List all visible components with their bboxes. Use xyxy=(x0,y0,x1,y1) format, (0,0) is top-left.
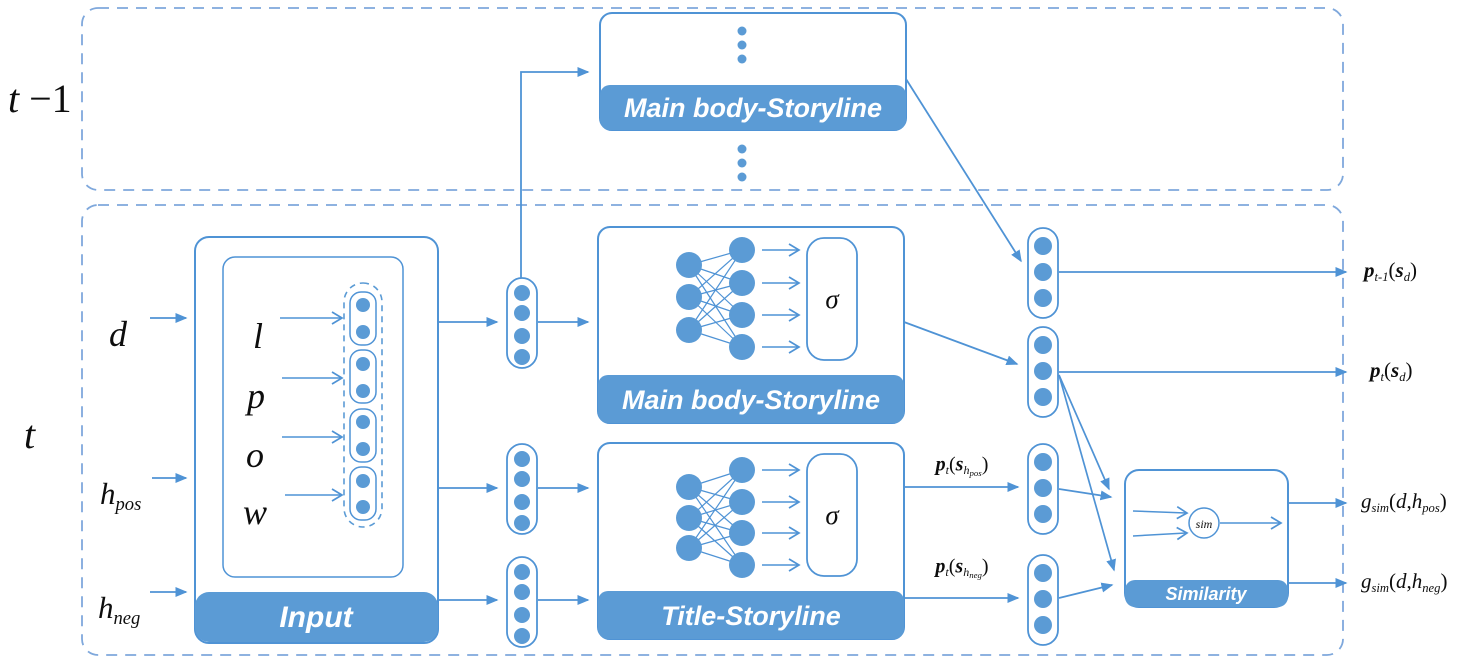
panel-prev-label: t −1 xyxy=(8,76,72,121)
hidden-vector-capsule-doc xyxy=(506,277,538,369)
title-storyline-label: Title-Storyline xyxy=(661,601,841,631)
main-body-storyline-prev-block: Main body-Storyline xyxy=(599,12,907,131)
sigma-box-title xyxy=(806,453,858,577)
nn-to-sigma-arrows-title xyxy=(762,463,801,572)
input-hpos-label: hpos xyxy=(100,476,142,515)
prev-output-arrow xyxy=(905,78,1022,263)
similarity-input-arrows xyxy=(1058,374,1116,599)
state-capsule-hneg xyxy=(1027,554,1059,646)
hidden-vector-capsule-hpos xyxy=(506,443,538,535)
state-capsule-hpos xyxy=(1027,443,1059,535)
similarity-output-arrows xyxy=(1288,498,1348,588)
state-capsule-prev xyxy=(1027,227,1059,319)
similarity-block: Similarity sim xyxy=(1124,469,1289,608)
input-block: Input xyxy=(194,236,439,644)
sigma-box-main xyxy=(806,237,858,361)
flow-arrows-mid xyxy=(439,317,590,605)
main-body-storyline-prev-label: Main body-Storyline xyxy=(624,93,882,123)
main-body-storyline-block: σ Main body-Storyline xyxy=(597,226,905,424)
feature-l-label: l xyxy=(253,316,264,356)
panel-curr-label: t xyxy=(24,412,36,457)
external-input-arrows xyxy=(150,313,188,597)
recurrent-link-arrow xyxy=(520,67,590,278)
output-gsim-pos-label: gsim(d,hpos) xyxy=(1361,489,1447,516)
state-capsule-doc xyxy=(1027,326,1059,418)
input-hneg-label: hneg xyxy=(98,590,141,629)
sigma-title-label: σ xyxy=(825,500,840,530)
feature-arrows xyxy=(280,311,344,502)
sim-operator-circle xyxy=(1188,507,1220,539)
sim-operator-label: sim xyxy=(1196,517,1213,531)
main-body-storyline-label: Main body-Storyline xyxy=(622,385,880,415)
panel-curr-border xyxy=(81,204,1344,656)
feature-vector-capsule xyxy=(343,282,383,528)
ellipsis-dots-below xyxy=(737,144,747,182)
ellipsis-dots-above xyxy=(737,26,747,64)
network-output-arrows xyxy=(903,321,1020,603)
nn-to-sigma-arrows-main xyxy=(762,243,801,354)
probability-output-arrows xyxy=(1059,267,1348,377)
title-storyline-block: σ Title-Storyline xyxy=(597,442,905,640)
output-pt-d-label: pt(sd) xyxy=(1370,358,1413,385)
output-pt-hneg-label: pt(shneg) xyxy=(935,555,989,580)
input-d-label: d xyxy=(109,314,127,354)
hidden-vector-capsule-hneg xyxy=(506,556,538,648)
sigma-main-label: σ xyxy=(825,284,840,314)
panel-prev-border xyxy=(81,7,1344,191)
output-pt-hpos-label: pt(shpos) xyxy=(935,453,989,478)
sim-operator-arrows xyxy=(1132,505,1283,541)
feature-p-label: p xyxy=(247,376,265,416)
similarity-label: Similarity xyxy=(1165,584,1247,604)
feature-w-label: w xyxy=(243,492,268,532)
nn-nodes-main xyxy=(676,237,755,360)
nn-nodes-title xyxy=(676,457,755,578)
input-label: Input xyxy=(279,601,354,634)
output-gsim-neg-label: gsim(d,hneg) xyxy=(1361,569,1448,596)
feature-o-label: o xyxy=(246,435,264,475)
output-pprev-d-label: pt-1(sd) xyxy=(1364,258,1417,285)
